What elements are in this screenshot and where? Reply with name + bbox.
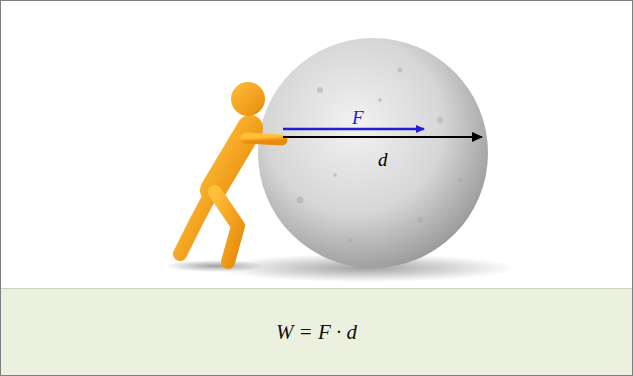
pushing-figure <box>172 128 284 264</box>
force-label: F <box>352 108 364 127</box>
boulder <box>258 38 488 268</box>
figure-head <box>231 82 265 116</box>
displacement-arrow <box>283 136 482 138</box>
figure-shadow <box>165 260 265 272</box>
boulder-texture <box>297 68 463 243</box>
formula-band: W = F · d <box>0 288 633 376</box>
formula-text: W = F · d <box>276 320 357 345</box>
displacement-label: d <box>378 150 388 169</box>
force-arrow <box>283 128 424 131</box>
